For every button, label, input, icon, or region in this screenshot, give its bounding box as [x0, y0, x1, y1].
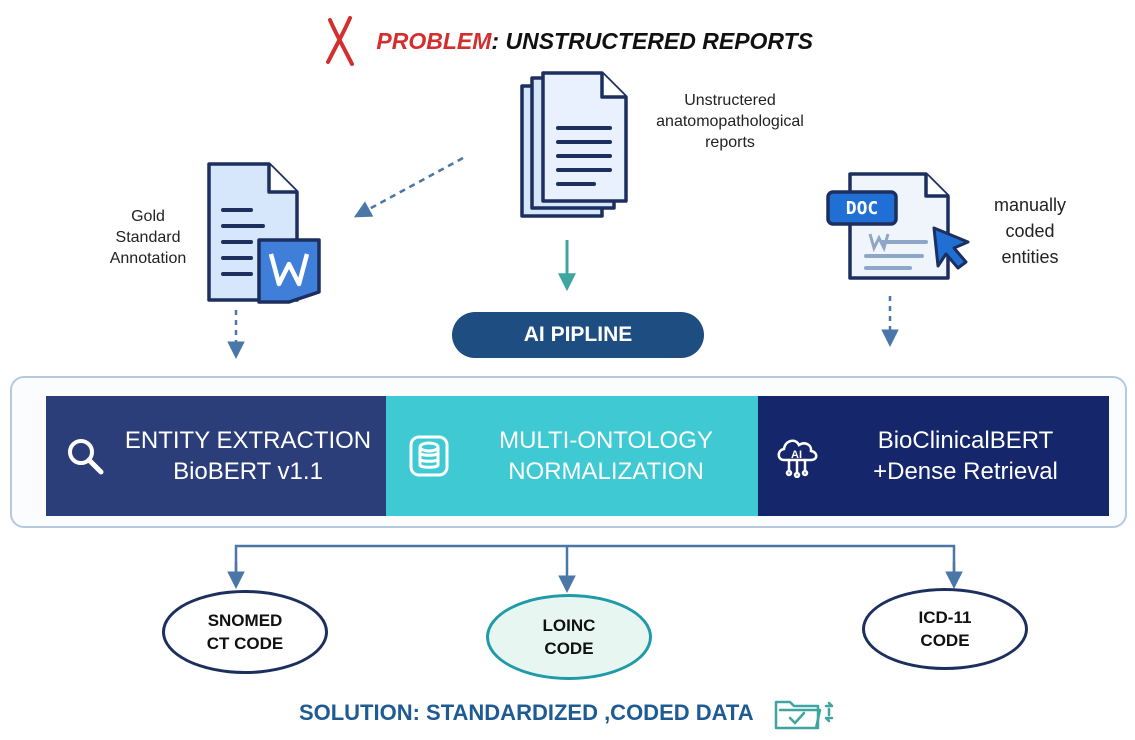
red-x-icon: [325, 16, 354, 66]
gold-standard-caption: Gold Standard Annotation: [109, 208, 187, 267]
solution-label: SOLUTION: STANDARDIZED ,CODED DATA: [298, 700, 754, 725]
document-stack-icon: [520, 71, 628, 218]
stage-bioclinicalbert-label: BioClinicalBERT +Dense Retrieval: [873, 427, 1058, 485]
problem-text: : UNSTRUCTERED REPORTS: [491, 27, 814, 54]
output-snomed: SNOMED CT CODE: [162, 590, 328, 674]
ai-cloud-icon: AI: [772, 431, 822, 481]
stage-normalization-label: MULTI-ONTOLOGY NORMALIZATION: [499, 427, 713, 485]
stage-entity-extraction: ENTITY EXTRACTION BioBERT v1.1: [46, 396, 386, 516]
output-snomed-label: SNOMED CT CODE: [206, 611, 284, 653]
doc-badge: DOC: [845, 198, 879, 219]
stage-entity-extraction-label: ENTITY EXTRACTION BioBERT v1.1: [124, 427, 372, 485]
svg-text:AI: AI: [791, 449, 802, 461]
output-loinc-label: LOINC CODE: [542, 616, 596, 658]
doc-file-cursor-icon: [826, 172, 970, 280]
search-icon: [60, 431, 110, 481]
ai-pipeline-label: AI PIPLINE: [452, 312, 704, 358]
output-icd: ICD-11 CODE: [862, 588, 1028, 670]
output-loinc: LOINC CODE: [486, 594, 652, 680]
problem-header: PROBLEM: UNSTRUCTERED REPORTS: [0, 14, 1135, 68]
output-branch-line: [234, 544, 956, 578]
stage-bioclinicalbert: AI BioClinicalBERT +Dense Retrieval: [758, 396, 1109, 516]
dashed-arrow-gold: [353, 156, 464, 218]
manual-entities-caption: manually coded entities: [993, 195, 1067, 267]
problem-label: PROBLEM: [376, 27, 492, 54]
database-icon: [404, 431, 454, 481]
word-document-icon: [207, 162, 321, 304]
stage-normalization: MULTI-ONTOLOGY NORMALIZATION: [386, 396, 758, 516]
folder-check-icon: [774, 700, 834, 730]
solution-footer: SOLUTION: STANDARDIZED ,CODED DATA: [0, 696, 1135, 730]
output-icd-label: ICD-11 CODE: [918, 608, 972, 650]
unstructured-reports-caption: Unstructered anatomopathological reports: [656, 92, 804, 151]
